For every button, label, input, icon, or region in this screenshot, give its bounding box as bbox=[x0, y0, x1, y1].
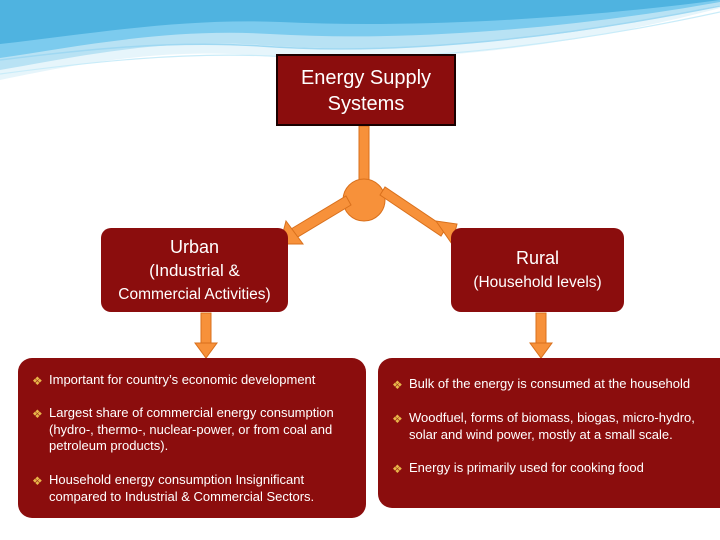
list-item: ❖ Household energy consumption Insignifi… bbox=[32, 472, 406, 505]
diamond-bullet-icon: ❖ bbox=[392, 461, 403, 478]
rural-label: Rural bbox=[451, 248, 624, 269]
rural-subtitle: (Household levels) bbox=[451, 274, 624, 292]
urban-label: Urban bbox=[101, 237, 288, 258]
list-item: ❖ Woodfuel, forms of biomass, biogas, mi… bbox=[392, 410, 720, 443]
list-item: ❖ Energy is primarily used for cooking f… bbox=[392, 460, 720, 477]
diamond-bullet-icon: ❖ bbox=[392, 377, 403, 394]
rural-points-panel: ❖ Bulk of the energy is consumed at the … bbox=[378, 358, 720, 508]
urban-points-panel: ❖ Important for country’s economic devel… bbox=[18, 358, 366, 518]
urban-subtitle-line2: Commercial Activities) bbox=[101, 286, 288, 304]
list-item: ❖ Bulk of the energy is consumed at the … bbox=[392, 376, 720, 393]
hub-circle bbox=[343, 179, 385, 221]
arrow-to-urban bbox=[280, 196, 351, 244]
diamond-bullet-icon: ❖ bbox=[32, 406, 43, 423]
urban-subtitle-line1: (Industrial & bbox=[101, 261, 288, 281]
arrow-urban-down bbox=[195, 313, 217, 358]
energy-supply-systems-box: Energy Supply Systems bbox=[276, 54, 456, 126]
title-line1: Energy Supply bbox=[278, 65, 454, 91]
diamond-bullet-icon: ❖ bbox=[32, 473, 43, 490]
arrow-to-rural bbox=[380, 187, 457, 244]
title-line2: Systems bbox=[278, 91, 454, 117]
rural-box: Rural (Household levels) bbox=[451, 228, 624, 312]
trunk-connector bbox=[359, 126, 369, 185]
arrow-rural-down bbox=[530, 313, 552, 358]
diamond-bullet-icon: ❖ bbox=[32, 373, 43, 390]
list-item: ❖ Important for country’s economic devel… bbox=[32, 372, 406, 389]
urban-box: Urban (Industrial & Commercial Activitie… bbox=[101, 228, 288, 312]
diamond-bullet-icon: ❖ bbox=[392, 411, 403, 428]
list-item: ❖ Largest share of commercial energy con… bbox=[32, 405, 406, 455]
